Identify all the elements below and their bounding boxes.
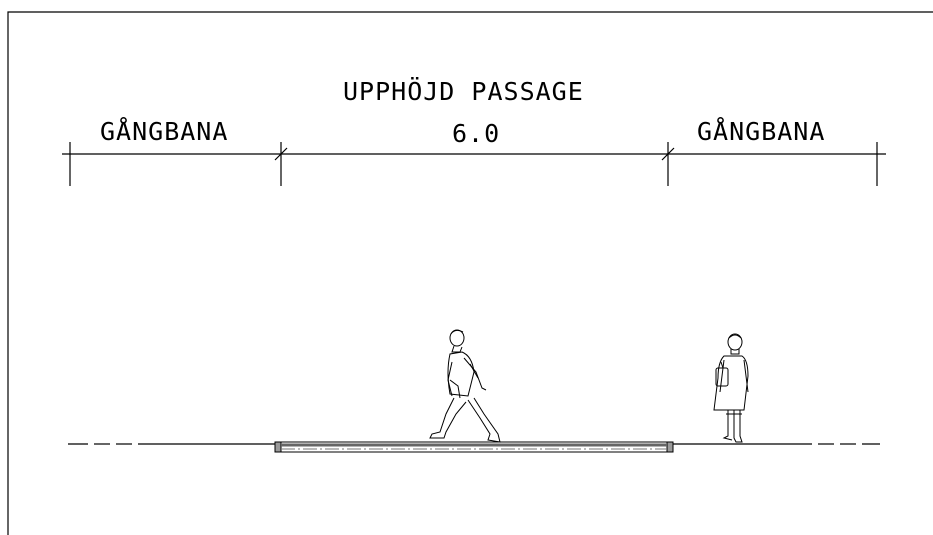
drawing-frame	[7, 11, 933, 535]
dimension-value: 6.0	[452, 119, 500, 148]
center-zone-label: UPPHÖJD PASSAGE	[343, 77, 584, 106]
dimension-line	[62, 142, 886, 186]
right-zone-label: GÅNGBANA	[697, 117, 825, 146]
standing-person-figure	[713, 333, 749, 443]
raised-passage	[274, 441, 674, 453]
walking-person-figure	[429, 329, 501, 443]
left-zone-label: GÅNGBANA	[100, 117, 228, 146]
